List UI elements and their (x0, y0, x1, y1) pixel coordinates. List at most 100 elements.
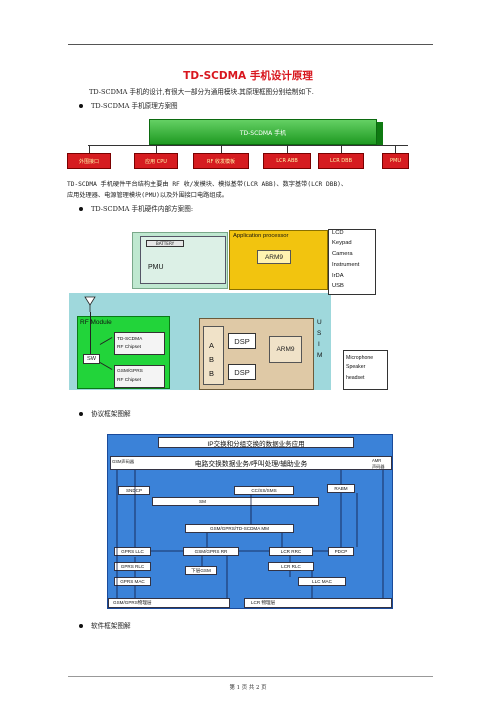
hw-usim (316, 318, 326, 368)
hw-gsm-chip (114, 365, 165, 388)
proto-gsm-rr: GSM/GPRS RR (183, 547, 239, 556)
hw-abb (203, 326, 224, 385)
proto-gsm-rr-label: GSM/GPRS RR (194, 549, 228, 554)
hw-arm9-bottom: ARM9 (269, 336, 302, 363)
hw-dsp-2: DSP (228, 364, 256, 380)
connector-3 (221, 145, 222, 153)
bullet-3: 协议框架图解 (79, 408, 131, 418)
proto-mm: GSM/GPRS/TD-SCDMA MM (185, 524, 294, 533)
proto-pdcp-label: PDCP (334, 549, 348, 554)
proto-cc: CC/SS/SMS (234, 486, 294, 495)
block-label: LCR ABB (276, 158, 298, 164)
abb-a: A (209, 341, 215, 350)
bullet-4-text: 软件框架图解 (91, 622, 131, 630)
gsm-chip-line2: RF Chipset (117, 378, 141, 383)
intro-paragraph: TD-SCDMA 手机的设计,有很大一部分为通用模块.其原理框图分别绘制如下. (89, 88, 314, 96)
footer-rule (68, 676, 433, 677)
app-processor-label: Application processor (233, 233, 289, 239)
hardware-paragraph-line1: TD-SCDMA 手机硬件平台结构主要由 RF 收/发模块、模拟基带(LCR A… (67, 181, 348, 188)
banner-side (377, 122, 383, 145)
block-lcr-dbb: LCR DBB (318, 153, 364, 169)
proto-lcr-rrc: LCR RRC (269, 547, 313, 556)
periph-irda: IrDA (332, 273, 344, 279)
proto-sm: SM (152, 497, 319, 506)
proto-llc-mac-label: LLC MAC (312, 579, 332, 584)
proto-sndcp-label: SNDCP (125, 488, 143, 493)
page-title: TD-SCDMA 手机设计原理 (183, 70, 313, 82)
bullet-1: TD-SCDMA 手机原理方案图 (79, 100, 178, 110)
antenna-icon (84, 296, 96, 312)
proto-gsm-phy-label: GSM/GPRS物理层 (113, 600, 152, 605)
proto-sndcp: SNDCP (118, 486, 150, 495)
proto-top-circuit: 电路交换数据业务/呼叫处理/辅助业务 (110, 456, 392, 470)
hw-dsp-1: DSP (228, 333, 256, 349)
page-footer: 第 1 页 共 2 页 (229, 685, 267, 691)
dsp-1-label: DSP (234, 336, 250, 346)
proto-right-tag-2: 声码器 (372, 464, 385, 469)
periph-keypad: Keypad (332, 240, 352, 246)
proto-gprs-rlc-label: GPRS RLC (120, 564, 145, 569)
periph-usb: USB (332, 283, 344, 289)
bullet-dot (79, 412, 83, 416)
header-rule (68, 44, 433, 45)
proto-rabm-label: RABM (334, 486, 348, 491)
block-peripheral-interface: 外围接口 (67, 153, 111, 169)
proto-lcr-rrc-label: LCR RRC (280, 549, 302, 554)
proto-top-circuit-label: 电路交换数据业务/呼叫处理/辅助业务 (194, 461, 308, 468)
proto-llc-mac: LLC MAC (298, 577, 346, 586)
bullet-4: 软件框架图解 (79, 620, 131, 630)
connector-1 (89, 145, 90, 153)
bullet-1-text: TD-SCDMA 手机原理方案图 (91, 102, 178, 110)
connector-5 (341, 145, 342, 153)
periph-lcd: LCD (332, 230, 344, 236)
connector-2 (156, 145, 157, 153)
td-chip-line2: RF Chipset (117, 345, 141, 350)
sw-label: SW (86, 356, 96, 362)
bullet-2: TD-SCDMA 手机硬件内部方案图: (79, 203, 193, 213)
proto-top-app: IP交换和分组交换的数据业务应用 (158, 437, 354, 448)
banner-label: TD-SCDMA 手机 (239, 129, 287, 137)
block-label: PMU (390, 158, 401, 164)
proto-rabm: RABM (327, 484, 355, 493)
proto-gprs-mac: GPRS MAC (114, 577, 151, 586)
abb-b1: B (209, 355, 215, 364)
proto-gsm-phy: GSM/GPRS物理层 (108, 598, 230, 608)
audio-headset: headset (346, 375, 365, 381)
abb-b2: B (209, 369, 215, 378)
proto-mm-label: GSM/GPRS/TD-SCDMA MM (210, 526, 269, 531)
proto-top-app-label: IP交换和分组交换的数据业务应用 (207, 440, 305, 448)
proto-left-tag: GSM声码器 (112, 459, 135, 464)
proto-lcr-rlc: LCR RLC (268, 562, 314, 571)
battery-label: BATTERY (155, 241, 175, 246)
gsm-chip-line1: GSM/GPRS (117, 369, 143, 374)
usim-s: S (317, 330, 322, 337)
proto-gprs-llc-label: GPRS LLC (121, 549, 144, 554)
usim-i: I (318, 341, 320, 348)
proto-lcr-phy: LCR 物理层 (244, 598, 392, 608)
antenna-link (90, 312, 91, 354)
banner-phone: TD-SCDMA 手机 (149, 119, 377, 145)
arm9-top-label: ARM9 (264, 253, 284, 261)
proto-gprs-mac-label: GPRS MAC (120, 579, 145, 584)
hw-peripherals-list (328, 229, 376, 295)
block-label: 外围接口 (78, 158, 99, 165)
bullet-2-text: TD-SCDMA 手机硬件内部方案图: (91, 205, 194, 213)
periph-instrument: Instrument (332, 262, 360, 268)
hw-battery: BATTERY (146, 240, 184, 247)
td-chip-line1: TD-SCDMA (117, 337, 143, 342)
bullet-dot (79, 104, 83, 108)
arm9-bottom-label: ARM9 (276, 346, 295, 353)
block-label: RF 收发模板 (207, 158, 235, 165)
pmu-label: PMU (148, 264, 164, 271)
hw-audio (343, 350, 388, 390)
block-label: 应用 CPU (145, 158, 167, 165)
connector-4 (287, 145, 288, 153)
proto-gprs-rlc: GPRS RLC (114, 562, 151, 571)
proto-lcr-rlc-label: LCR RLC (281, 564, 301, 569)
hw-sw: SW (83, 354, 100, 364)
block-app-cpu: 应用 CPU (134, 153, 178, 169)
bullet-3-text: 协议框架图解 (91, 410, 131, 418)
proto-lcr-phy-label: LCR 物理层 (251, 600, 276, 605)
block-label: LCR DBB (329, 158, 353, 164)
usim-m: M (317, 352, 323, 359)
